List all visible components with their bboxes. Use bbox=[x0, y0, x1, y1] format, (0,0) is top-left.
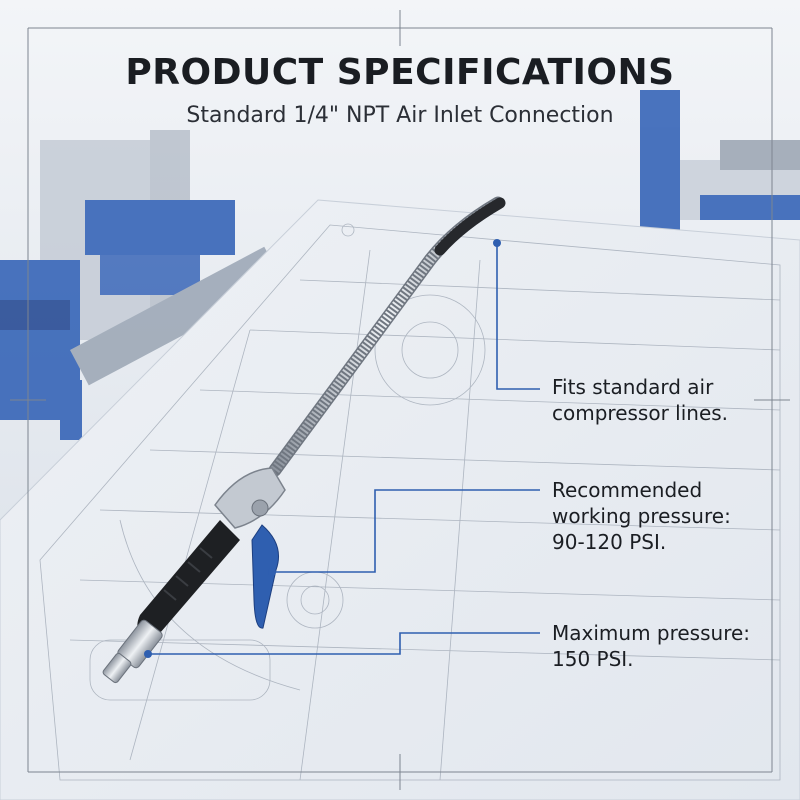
nozzle-tip bbox=[434, 197, 506, 256]
callout-working-pressure: Recommended working pressure: 90-120 PSI… bbox=[552, 477, 731, 555]
callout-max-pressure: Maximum pressure: 150 PSI. bbox=[552, 620, 750, 672]
trigger-icon bbox=[251, 524, 279, 629]
frame-marks bbox=[10, 10, 790, 790]
callout-leaders bbox=[148, 243, 540, 655]
callout-fits-lines: Fits standard air compressor lines. bbox=[552, 374, 728, 426]
leader-dot-icon bbox=[144, 650, 152, 658]
callout-line: 90-120 PSI. bbox=[552, 530, 667, 554]
leader-dot-icon bbox=[268, 568, 276, 576]
callout-line: compressor lines. bbox=[552, 401, 729, 425]
callout-line: Recommended bbox=[552, 478, 703, 502]
callout-line: working pressure: bbox=[552, 504, 731, 528]
callout-line: Maximum pressure: bbox=[552, 621, 751, 645]
page-title: PRODUCT SPECIFICATIONS bbox=[125, 52, 675, 93]
page-subtitle: Standard 1/4" NPT Air Inlet Connection bbox=[186, 103, 614, 128]
flex-tube-coil bbox=[270, 198, 501, 473]
leader-dot-icon bbox=[493, 239, 501, 247]
machine-right bbox=[640, 90, 800, 240]
blueprint-lines bbox=[39, 223, 781, 781]
gun-head bbox=[214, 467, 286, 529]
machine-left bbox=[0, 130, 284, 440]
callout-line: 150 PSI. bbox=[552, 647, 634, 671]
callout-line: Fits standard air bbox=[552, 375, 714, 399]
grip-icon bbox=[137, 520, 240, 640]
